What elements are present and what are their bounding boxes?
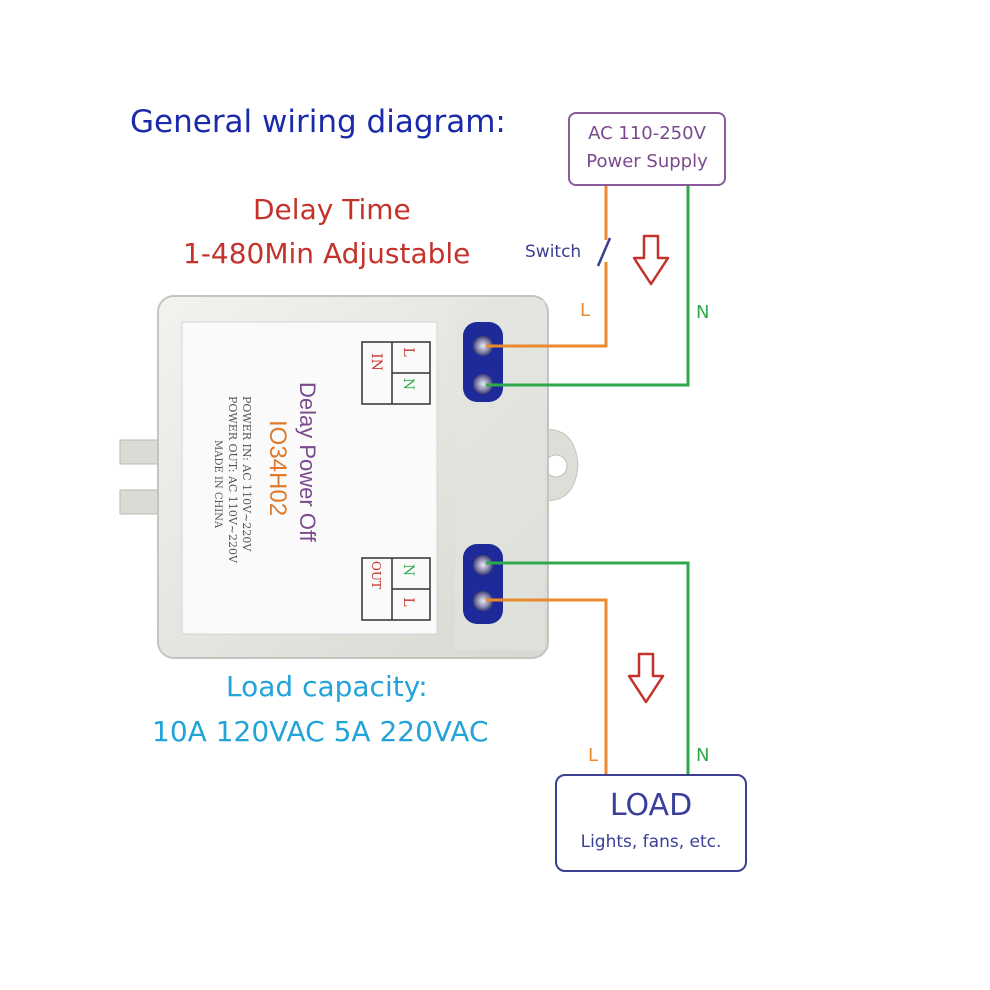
device-made-in: MADE IN CHINA <box>212 440 223 529</box>
delay-range-label: 1-480Min Adjustable <box>183 237 471 270</box>
device-power-in: POWER IN: AC 110V~220V <box>240 396 253 552</box>
load-capacity-label: Load capacity: <box>226 670 428 703</box>
in-terminal-l: L <box>400 347 416 356</box>
in-terminal-n: N <box>400 378 416 390</box>
load-box: LOAD Lights, fans, etc. <box>555 774 747 872</box>
power-supply-label: Power Supply <box>586 151 708 172</box>
terminal-screw-n-out <box>473 555 493 575</box>
wire-label-bottom-n: N <box>696 745 710 766</box>
live-wire-input <box>486 262 608 348</box>
wire-label-top-n: N <box>696 302 710 323</box>
live-wire-output <box>486 598 608 774</box>
switch-label: Switch <box>525 242 582 262</box>
neutral-wire-output <box>486 561 690 774</box>
switch-symbol <box>596 237 612 267</box>
wire-label-top-l: L <box>580 300 591 321</box>
out-label: OUT <box>369 561 383 589</box>
down-arrow-top <box>632 234 670 286</box>
device-label-sticker <box>181 321 438 635</box>
neutral-wire-input <box>486 186 690 387</box>
wire-label-bottom-l: L <box>588 745 599 766</box>
power-supply-voltage: AC 110-250V <box>588 123 706 144</box>
device-mounting-ear <box>539 428 579 502</box>
diagram-title: General wiring diagram: <box>130 104 506 140</box>
down-arrow-bottom <box>627 652 665 704</box>
load-title: LOAD <box>609 788 693 823</box>
power-supply-box: AC 110-250V Power Supply <box>568 112 726 186</box>
terminal-screw-n-in <box>473 374 493 394</box>
device-model: IO34H02 <box>264 420 291 516</box>
device-power-out: POWER OUT: AC 110V~220V <box>226 396 239 564</box>
out-terminal-table <box>361 557 431 621</box>
device-name: Delay Power Off <box>295 382 320 543</box>
load-capacity-value: 10A 120VAC 5A 220VAC <box>152 715 489 748</box>
out-terminal-l: L <box>400 597 416 606</box>
terminal-screw-l-out <box>473 591 493 611</box>
out-terminal-n: N <box>400 564 416 576</box>
in-terminal-table <box>361 341 431 405</box>
delay-time-label: Delay Time <box>253 193 411 226</box>
load-subtitle: Lights, fans, etc. <box>580 832 722 852</box>
in-label: IN <box>368 353 384 371</box>
output-terminal-block <box>463 544 503 624</box>
input-terminal-block <box>463 322 503 402</box>
terminal-screw-l-in <box>473 336 493 356</box>
